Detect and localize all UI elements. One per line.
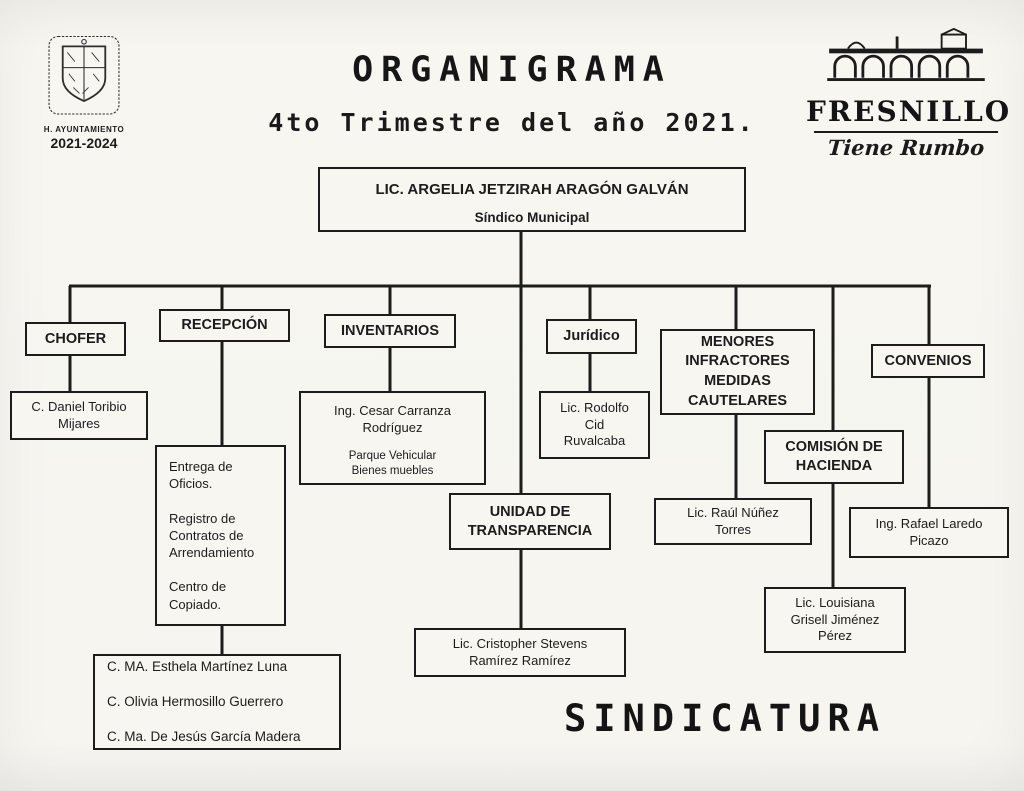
- node-hacienda-person: Lic. Louisiana Grisell Jiménez Pérez: [764, 587, 906, 653]
- node-transparencia-person: Lic. Cristopher Stevens Ramírez Ramírez: [414, 628, 626, 677]
- page-title: ORGANIGRAMA: [352, 50, 672, 90]
- node-chofer: CHOFER: [25, 322, 126, 356]
- node-menores-infractores: MENORES INFRACTORES MEDIDAS CAUTELARES: [660, 329, 815, 415]
- node-convenios: CONVENIOS: [871, 344, 985, 378]
- inventarios-person-name: Ing. Cesar Carranza Rodríguez: [333, 403, 452, 436]
- convenios-person-name: Ing. Rafael Laredo Picazo: [875, 515, 983, 548]
- node-chofer-title: CHOFER: [44, 330, 107, 347]
- node-menores-person: Lic. Raúl Núñez Torres: [654, 498, 812, 545]
- node-comision-hacienda: COMISIÓN DE HACIENDA: [764, 430, 904, 484]
- seal-years: 2021-2024: [50, 135, 118, 151]
- chofer-person-name: C. Daniel Toribio Mijares: [31, 398, 127, 431]
- node-inventarios: INVENTARIOS: [324, 314, 456, 348]
- node-hacienda-title: COMISIÓN DE HACIENDA: [785, 439, 883, 474]
- node-juridico: Jurídico: [546, 319, 637, 354]
- menores-person-name: Lic. Raúl Núñez Torres: [687, 504, 779, 537]
- sindicatura-label: SINDICATURA: [563, 697, 887, 740]
- node-recepcion-duties: Entrega de Oficios. Registro de Contrato…: [155, 445, 286, 626]
- recepcion-staff-names: C. MA. Esthela Martínez Luna C. Olivia H…: [107, 659, 301, 745]
- fresnillo-logo: FRESNILLO Tiene Rumbo: [806, 27, 1012, 160]
- inventarios-detail: Parque Vehicular Bienes muebles: [348, 449, 437, 477]
- header-titles: ORGANIGRAMA 4to Trimestre del año 2021.: [232, 50, 792, 137]
- brand-tagline: Tiene Rumbo: [826, 135, 986, 160]
- node-transparencia-title: UNIDAD DE TRANSPARENCIA: [467, 503, 593, 539]
- node-menores-title: MENORES INFRACTORES MEDIDAS CAUTELARES: [685, 333, 790, 409]
- node-inventarios-title: INVENTARIOS: [340, 322, 440, 339]
- node-juridico-title: Jurídico: [563, 328, 620, 345]
- sindico-role: Síndico Municipal: [474, 209, 590, 225]
- hacienda-person-name: Lic. Louisiana Grisell Jiménez Pérez: [790, 594, 880, 644]
- node-recepcion-title: RECEPCIÓN: [181, 317, 268, 334]
- juridico-person-name: Lic. Rodolfo Cid Ruvalcaba: [560, 399, 629, 449]
- seal-caption: H. AYUNTAMIENTO: [43, 125, 125, 134]
- page-subtitle: 4to Trimestre del año 2021.: [268, 108, 756, 137]
- node-inventarios-person: Ing. Cesar Carranza Rodríguez Parque Veh…: [299, 391, 486, 485]
- node-recepcion: RECEPCIÓN: [159, 309, 290, 342]
- ayuntamiento-seal: H. AYUNTAMIENTO 2021-2024: [28, 34, 140, 151]
- node-convenios-person: Ing. Rafael Laredo Picazo: [849, 507, 1009, 558]
- aqueduct-icon: [820, 27, 992, 92]
- node-chofer-person: C. Daniel Toribio Mijares: [10, 391, 148, 440]
- node-recepcion-staff: C. MA. Esthela Martínez Luna C. Olivia H…: [93, 654, 341, 750]
- node-sindico-municipal: LIC. ARGELIA JETZIRAH ARAGÓN GALVÁN Sínd…: [318, 167, 746, 232]
- transparencia-person-name: Lic. Cristopher Stevens Ramírez Ramírez: [452, 635, 588, 668]
- sindico-name: LIC. ARGELIA JETZIRAH ARAGÓN GALVÁN: [375, 181, 689, 198]
- brand-name: FRESNILLO: [806, 95, 1012, 128]
- coat-of-arms-icon: [46, 35, 122, 122]
- brand-divider: [814, 131, 998, 133]
- node-juridico-person: Lic. Rodolfo Cid Ruvalcaba: [539, 391, 650, 459]
- recepcion-duties-list: Entrega de Oficios. Registro de Contrato…: [169, 459, 255, 612]
- node-transparencia: UNIDAD DE TRANSPARENCIA: [449, 493, 611, 550]
- node-convenios-title: CONVENIOS: [884, 352, 972, 369]
